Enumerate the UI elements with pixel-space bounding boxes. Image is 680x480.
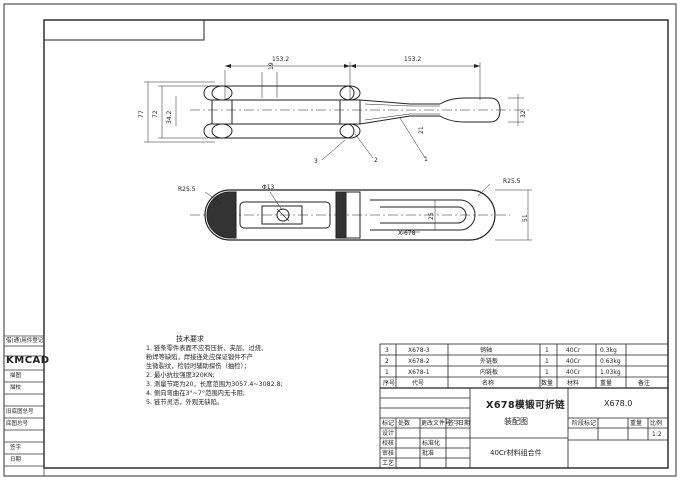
bom-header-name: 名称 — [482, 380, 495, 387]
role-label: 设计 — [382, 430, 395, 437]
bom-material: 40Cr — [566, 347, 581, 354]
bom-material: 40Cr — [566, 369, 581, 376]
dim-r-left: R25.5 — [178, 186, 196, 193]
side-item: 签字 — [10, 445, 22, 451]
bom-weight: 1.03kg — [600, 369, 621, 376]
role-label: 审核 — [382, 450, 395, 457]
dim-pitch-left: 153.2 — [272, 56, 290, 63]
dim-pitch-right: 153.2 — [404, 56, 422, 63]
bom-code: X678-3 — [408, 347, 430, 354]
bom-header-weight: 重量 — [600, 380, 613, 387]
top-left-box — [43, 19, 205, 41]
dim-51: 51 — [522, 214, 529, 222]
title-block — [379, 343, 669, 469]
bom-weight: 0.63kg — [600, 358, 621, 365]
role-label: 工艺 — [382, 460, 395, 467]
bom-weight: 0.3kg — [600, 347, 617, 354]
rev-label: 更改文件号 — [421, 420, 452, 427]
dim-r-right: R25.5 — [503, 178, 521, 185]
bom-qty: 1 — [545, 369, 549, 376]
callout-3: 3 — [314, 158, 318, 165]
bom-header-no: 序号 — [383, 380, 396, 387]
note-line: 1. 链条零件表面不应有压折、夹层、过烧、 — [146, 345, 268, 352]
bom-material: 40Cr — [566, 358, 581, 365]
section-label: X-678 — [398, 230, 416, 237]
material-note: 40Cr材料组合件 — [490, 449, 542, 457]
bom-header-code: 代号 — [412, 380, 425, 387]
bom-qty: 1 — [545, 358, 549, 365]
outer-border — [3, 3, 677, 477]
bom-no: 3 — [385, 347, 389, 354]
rev-label: 日期 — [458, 420, 471, 427]
bom-header-remark: 备注 — [638, 380, 651, 387]
side-top-label: 借(通)用件登记 — [6, 338, 44, 344]
drawing-subtitle: 装配图 — [504, 417, 528, 426]
note-line: 3. 测量节距为20，长度范围为3057.4~3082.8; — [146, 381, 283, 388]
dim-19: 19 — [268, 62, 275, 70]
bom-header-qty: 数量 — [541, 380, 554, 387]
note-line: 粉焊等缺陷，焊接连处应保证锻件不产 — [146, 354, 254, 361]
stage-label: 阶段标记 — [572, 420, 597, 427]
bom-no: 2 — [385, 358, 389, 365]
callout-2: 2 — [374, 157, 378, 164]
role-label: 批准 — [422, 450, 435, 457]
bom-header-material: 材料 — [567, 380, 580, 387]
drawing-number: X678.0 — [604, 399, 633, 408]
role-label: 校核 — [382, 440, 395, 447]
scale-label: 比例 — [650, 420, 663, 427]
dim-32: 32 — [520, 110, 527, 118]
bom-qty: 1 — [545, 347, 549, 354]
notes-title: 技术要求 — [176, 335, 204, 343]
rev-label: 签字 — [448, 420, 461, 427]
weight-label: 重量 — [630, 420, 643, 427]
dim-21: 21 — [418, 126, 425, 134]
role-label: 标准化 — [422, 440, 441, 447]
dim-34-2: 34.2 — [166, 110, 173, 124]
kmcad-logo: KMCAD — [6, 355, 50, 366]
rev-label: 标记 — [382, 420, 395, 427]
dim-25: 25 — [428, 212, 435, 220]
side-item: 描图 — [10, 373, 22, 379]
note-line: 4. 侧向弯曲在3°~7°范围内无卡阻; — [146, 390, 245, 397]
dim-72: 72 — [152, 110, 159, 118]
side-item: 底图总号 — [6, 421, 29, 427]
dim-77: 77 — [138, 110, 145, 118]
note-line: 生微裂纹，检验时辅助探伤（抽检）； — [146, 363, 250, 370]
bom-name: 外链板 — [480, 358, 499, 365]
drawing-title: X678模锻可折链 — [486, 400, 566, 411]
side-panel — [3, 335, 45, 477]
note-line: 2. 最小抗拉强度320KN; — [146, 372, 215, 379]
top-view — [144, 62, 530, 161]
callout-1: 1 — [424, 156, 428, 163]
side-item: 旧底图总号 — [6, 409, 34, 415]
side-item: 日期 — [10, 457, 22, 463]
bom-code: X678-1 — [408, 369, 430, 376]
bom-no: 1 — [385, 369, 389, 376]
note-line: 5. 链节灵活，外观无缺陷。 — [146, 399, 224, 406]
side-item: 描校 — [10, 385, 22, 391]
scale-value: 1:2 — [652, 431, 662, 438]
dim-phi13: Φ13 — [262, 184, 275, 191]
inner-border — [43, 19, 669, 469]
bom-name: 销轴 — [480, 347, 493, 354]
rev-label: 处数 — [398, 420, 411, 427]
bom-name: 内链板 — [480, 369, 499, 376]
bom-code: X678-2 — [408, 358, 430, 365]
front-view — [190, 183, 532, 241]
technical-notes: 技术要求 1. 链条零件表面不应有压折、夹层、过烧、 粉焊等缺陷，焊接连处应保证… — [146, 336, 376, 407]
